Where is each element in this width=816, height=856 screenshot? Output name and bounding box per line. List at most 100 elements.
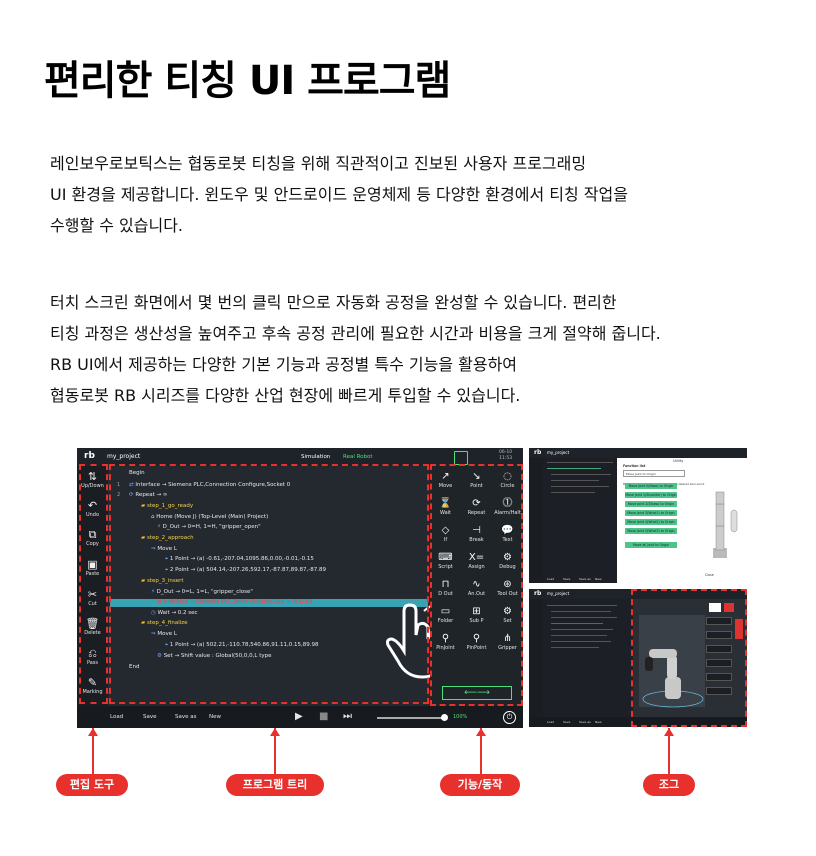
- tree-row[interactable]: ▰ step_3_insert: [141, 578, 184, 584]
- tree-row[interactable]: ⌂ Home (Move J) (Top-Level (Main) Projec…: [151, 514, 269, 520]
- circle-function[interactable]: ◌Circle: [492, 470, 523, 489]
- save-button[interactable]: Save: [563, 720, 571, 724]
- jog-value-fields[interactable]: [706, 617, 732, 707]
- debug-function[interactable]: ⚙Debug: [492, 551, 523, 570]
- text-line: 수행할 수 있습니다.: [50, 216, 184, 235]
- move-icon: ⇒: [151, 546, 158, 552]
- wait-function[interactable]: ⌛Wait: [430, 497, 461, 516]
- pin-icon: ⚲: [441, 633, 450, 644]
- edit-tools-highlight: [79, 464, 108, 704]
- pulse-icon: ⊓: [441, 579, 450, 590]
- tree-row[interactable]: ▰ step_4_finalize: [141, 620, 188, 626]
- joint-2-origin-button[interactable]: Move Joint 2(Elbow) to Origin: [625, 501, 677, 507]
- joint-5-origin-button[interactable]: Move Joint 5(Wrist3) to Origin: [625, 528, 677, 534]
- tree-row[interactable]: ⚙ Set → Shift value : Global(50,0,0,L ty…: [157, 653, 272, 659]
- point-icon: ⌖: [165, 567, 170, 573]
- jog-toggle-button[interactable]: ⟵⟶: [442, 686, 512, 700]
- tree-row[interactable]: ▰ step_2_approach: [141, 535, 194, 541]
- joint-1-origin-button[interactable]: Move Joint 1(Shoulder) to Origin: [625, 492, 677, 498]
- tree-row[interactable]: ⚡ D_Out → 0=H, 1=H, "gripper_open": [157, 524, 261, 530]
- assign-function[interactable]: X=Assign: [461, 551, 492, 570]
- paste-button[interactable]: ▣Paste: [77, 558, 108, 577]
- load-button[interactable]: Load: [547, 577, 555, 581]
- interface-icon: ⇄: [157, 599, 164, 605]
- jog-screenshot: rb my_project Load Save Save as New: [529, 589, 747, 727]
- tree-row[interactable]: Begin: [129, 470, 145, 476]
- stop-icon[interactable]: ■: [319, 711, 329, 722]
- power-icon[interactable]: ⏻: [503, 711, 516, 724]
- gripper-icon: ⋔: [503, 633, 512, 644]
- function-select[interactable]: Move Joint to Origin: [623, 470, 685, 477]
- sub-program-function[interactable]: ⊞Sub P: [461, 605, 492, 624]
- delete-button[interactable]: 🗑Delete: [77, 617, 108, 636]
- pin-joint-function[interactable]: ⚲PinJoint: [430, 632, 461, 651]
- save-as-button[interactable]: Save as: [175, 714, 197, 720]
- text-function[interactable]: 💬Text: [492, 524, 523, 543]
- repeat-function[interactable]: ⟳Repeat: [461, 497, 492, 516]
- tree-row[interactable]: ⇒ Move L: [151, 631, 177, 637]
- joint-3-origin-button[interactable]: Move Joint 3(Wrist1) to Origin: [625, 510, 677, 516]
- debug-icon: ⚙: [503, 552, 512, 563]
- save-as-button[interactable]: Save as: [579, 577, 591, 581]
- set-function[interactable]: ⚙Set: [492, 605, 523, 624]
- close-button[interactable]: Close: [705, 573, 714, 577]
- arrowhead: [270, 728, 280, 736]
- joint-0-origin-button[interactable]: Move Joint 0(Base) to Origin: [625, 483, 677, 489]
- up-down-button[interactable]: ⇅Up/Down: [77, 470, 108, 489]
- tree-row[interactable]: ⟳ Repeat → ∞: [129, 492, 168, 498]
- save-as-button[interactable]: Save as: [579, 720, 591, 724]
- new-button[interactable]: New: [209, 714, 221, 720]
- trash-icon: 🗑: [85, 617, 100, 630]
- all-joint-origin-button[interactable]: Move all joint to Origin: [625, 542, 677, 548]
- copy-button[interactable]: ⧉Copy: [77, 528, 108, 547]
- break-function[interactable]: ⊣Break: [461, 524, 492, 543]
- analog-out-function[interactable]: ∿An.Out: [461, 578, 492, 597]
- tool-icon: ⊛: [503, 579, 512, 590]
- intro-paragraph: 레인보우로보틱스는 협동로봇 티칭을 위해 직관적이고 진보된 사용자 프로그래…: [50, 148, 790, 241]
- tree-row[interactable]: End: [129, 664, 140, 670]
- tree-row[interactable]: ⌖ 2 Point → (a) 504.14,-207.26,592.17,-8…: [165, 567, 326, 573]
- tree-row[interactable]: ⌖ 1 Point → (a) 502.21,-110.78,540.86,91…: [165, 642, 319, 648]
- functions-connector: [480, 728, 482, 774]
- tree-row[interactable]: ⇒ Move L: [151, 546, 177, 552]
- load-button[interactable]: Load: [110, 714, 124, 720]
- speed-slider[interactable]: [377, 717, 445, 719]
- if-function[interactable]: ◇If: [430, 524, 461, 543]
- tool-out-function[interactable]: ⊛Tool Out: [492, 578, 523, 597]
- tree-row[interactable]: ◷ Wait → 0.2 sec: [151, 610, 198, 616]
- undo-button[interactable]: ↶Undo: [77, 499, 108, 518]
- tree-row[interactable]: ⌖ 1 Point → (a) -0.61,-207.04,1095.86,0.…: [165, 556, 314, 562]
- new-button[interactable]: New: [595, 720, 602, 724]
- joint-4-origin-button[interactable]: Move Joint 4(Wrist2) to Origin: [625, 519, 677, 525]
- play-icon[interactable]: ▶: [295, 711, 303, 722]
- tree-row[interactable]: ⇄ Interface → Siemens PLC,Connection Con…: [129, 482, 291, 488]
- step-icon[interactable]: ⏭: [343, 711, 352, 722]
- simulation-tab[interactable]: Simulation: [301, 454, 331, 460]
- grid-icon[interactable]: [454, 451, 468, 465]
- pin-point-function[interactable]: ⚲PinPoint: [461, 632, 492, 651]
- pass-button[interactable]: ⎌Pass: [77, 647, 108, 666]
- speed-slider-handle[interactable]: [441, 714, 448, 721]
- tree-row[interactable]: ▰ step_1_go_ready: [141, 503, 194, 509]
- script-function[interactable]: ⌨Script: [430, 551, 461, 570]
- point-function[interactable]: ↘Point: [461, 470, 492, 489]
- save-button[interactable]: Save: [563, 577, 571, 581]
- wave-icon: ∿: [472, 579, 481, 590]
- gripper-function[interactable]: ⋔Gripper: [492, 632, 523, 651]
- folder-function[interactable]: ▭Folder: [430, 605, 461, 624]
- marking-button[interactable]: ✎Marking: [77, 676, 108, 695]
- save-button[interactable]: Save: [143, 714, 157, 720]
- move-function[interactable]: ↗Move: [430, 470, 461, 489]
- new-button[interactable]: New: [595, 577, 602, 581]
- pass-icon: ⎌: [88, 647, 97, 660]
- folder-icon: ▭: [440, 606, 451, 617]
- cut-button[interactable]: ✂Cut: [77, 588, 108, 607]
- digital-out-function[interactable]: ⊓D Out: [430, 578, 461, 597]
- tree-row-selected[interactable]: ⇄ Interface → Siemens PLC,Write Variable…: [157, 599, 313, 605]
- tree-row[interactable]: ⚡ D_Out → 0=L, 1=L, "gripper_close": [151, 589, 253, 595]
- load-button[interactable]: Load: [547, 720, 555, 724]
- paste-icon: ▣: [87, 558, 98, 571]
- real-robot-tab[interactable]: Real Robot: [343, 454, 373, 460]
